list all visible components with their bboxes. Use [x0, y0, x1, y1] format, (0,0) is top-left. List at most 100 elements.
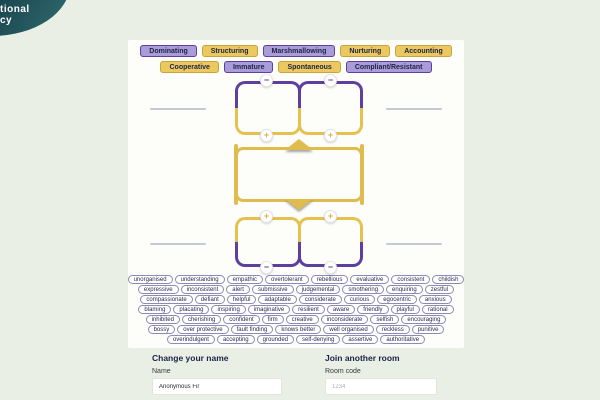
word-chip-curious[interactable]: curious [343, 295, 376, 304]
drop-box-bottom-left[interactable] [235, 217, 301, 267]
minus-badge-icon: − [260, 74, 273, 87]
word-chip-placating[interactable]: placating [173, 305, 210, 314]
mode-buttons-row1: Dominating Structuring Marshmallowing Nurtu… [128, 45, 464, 57]
word-chip-alert[interactable]: alert [226, 285, 250, 294]
word-chip-playful[interactable]: playful [390, 305, 420, 314]
word-chip-inconsistent[interactable]: inconsistent [180, 285, 225, 294]
word-chip-inhibited[interactable]: inhibited [145, 315, 180, 324]
room-code-label: Room code [325, 368, 361, 375]
word-chip-selfish[interactable]: selfish [370, 315, 400, 324]
word-chip-aware[interactable]: aware [326, 305, 356, 314]
word-chip-compassionate[interactable]: compassionate [140, 295, 193, 304]
word-chip-rebellious[interactable]: rebellious [310, 275, 349, 284]
word-chip-well-organised[interactable]: well organised [323, 325, 374, 334]
word-chip-rational[interactable]: rational [421, 305, 454, 314]
label-line-top-right [386, 108, 442, 110]
word-chip-knows-better[interactable]: knows better [275, 325, 322, 334]
word-chip-inconsiderate[interactable]: inconsiderate [320, 315, 369, 324]
word-chip-resilient[interactable]: resilient [292, 305, 325, 314]
label-line-bottom-right [386, 243, 442, 245]
minus-badge-icon: − [260, 261, 273, 274]
mode-button-accounting[interactable]: Accounting [395, 45, 452, 57]
word-chip-encouraging[interactable]: encouraging [401, 315, 447, 324]
word-chip-fault-finding[interactable]: fault finding [230, 325, 274, 334]
word-chip-zestful[interactable]: zestful [424, 285, 455, 294]
plus-badge-icon: + [324, 129, 337, 142]
logo-line2: cy [0, 15, 13, 26]
mode-button-structuring[interactable]: Structuring [201, 45, 258, 57]
diamond-up-icon [285, 139, 313, 150]
logo-text: tional cy [0, 4, 30, 26]
plus-badge-icon: + [260, 210, 273, 223]
mode-button-dominating[interactable]: Dominating [140, 45, 197, 57]
diagram-bottom-boxes: + + − − [235, 210, 363, 274]
plus-badge-icon: + [324, 210, 337, 223]
drop-box-bottom-right[interactable] [297, 217, 363, 267]
word-chip-cherishing[interactable]: cherishing [181, 315, 222, 324]
drop-box-middle[interactable] [234, 139, 364, 210]
minus-badge-icon: − [324, 74, 337, 87]
name-input[interactable] [152, 378, 282, 395]
word-chip-over-protective[interactable]: over protective [177, 325, 229, 334]
change-name-form: Change your name Name [152, 353, 325, 395]
word-chip-friendly[interactable]: friendly [357, 305, 389, 314]
word-chip-overindulgent[interactable]: overindulgent [166, 335, 215, 344]
word-chip-egocentric[interactable]: egocentric [377, 295, 417, 304]
mode-button-cooperative[interactable]: Cooperative [160, 61, 219, 73]
word-chip-defiant[interactable]: defiant [194, 295, 225, 304]
word-chip-consistent[interactable]: consistent [391, 275, 431, 284]
word-chip-reckless[interactable]: reckless [375, 325, 410, 334]
word-chip-judgemental[interactable]: judgemental [295, 285, 341, 294]
mode-buttons: Dominating Structuring Marshmallowing Nurtu… [128, 45, 464, 77]
mode-button-spontaneous[interactable]: Spontaneous [278, 61, 341, 73]
label-line-top-left [150, 108, 206, 110]
diamond-down-icon [285, 199, 313, 210]
word-chip-firm[interactable]: firm [261, 315, 284, 324]
word-chip-empathic[interactable]: empathic [226, 275, 263, 284]
word-chip-childish[interactable]: childish [432, 275, 465, 284]
word-chip-anxious[interactable]: anxious [418, 295, 452, 304]
word-chip-enquiring[interactable]: enquiring [386, 285, 423, 294]
word-chip-accepting[interactable]: accepting [216, 335, 255, 344]
word-chip-unorganised[interactable]: unorganised [127, 275, 173, 284]
word-chip-understanding[interactable]: understanding [174, 275, 225, 284]
word-chip-inspiring[interactable]: inspiring [211, 305, 246, 314]
mode-button-marshmallowing[interactable]: Marshmallowing [262, 45, 336, 57]
word-chip-submissive[interactable]: submissive [251, 285, 294, 294]
room-code-input[interactable] [325, 378, 437, 395]
name-label: Name [152, 368, 171, 375]
word-chip-smothering[interactable]: smothering [342, 285, 385, 294]
mode-button-nurturing[interactable]: Nurturing [340, 45, 391, 57]
word-chip-overtolerant[interactable]: overtolerant [265, 275, 309, 284]
drop-box-top-right[interactable] [297, 81, 363, 135]
word-chip-grounded[interactable]: grounded [256, 335, 294, 344]
word-chip-bossy[interactable]: bossy [147, 325, 176, 334]
word-chip-punitive[interactable]: punitive [411, 325, 445, 334]
word-chip-confident[interactable]: confident [223, 315, 260, 324]
word-chip-creative[interactable]: creative [285, 315, 319, 324]
word-chip-assertive[interactable]: assertive [342, 335, 379, 344]
word-chip-considerate[interactable]: considerate [298, 295, 342, 304]
word-chip-self-denying[interactable]: self-denying [296, 335, 341, 344]
mode-buttons-row2: Cooperative Immature Spontaneous Compliant/… [128, 61, 464, 73]
word-chip-adaptable[interactable]: adaptable [258, 295, 297, 304]
word-chip-blaming[interactable]: blaming [138, 305, 172, 314]
logo-blob: tional cy [0, 0, 70, 36]
join-room-heading: Join another room [325, 353, 400, 363]
word-chip-expressive[interactable]: expressive [137, 285, 179, 294]
word-chip-evaluative[interactable]: evaluative [350, 275, 390, 284]
drop-box-top-left[interactable] [235, 81, 301, 135]
word-chip-imaginative[interactable]: imaginative [247, 305, 291, 314]
mode-button-compliant-resistant[interactable]: Compliant/Resistant [345, 61, 432, 73]
mode-button-immature[interactable]: Immature [223, 61, 274, 73]
word-chip-authoritative[interactable]: authoritative [380, 335, 426, 344]
word-chip-helpful[interactable]: helpful [226, 295, 257, 304]
